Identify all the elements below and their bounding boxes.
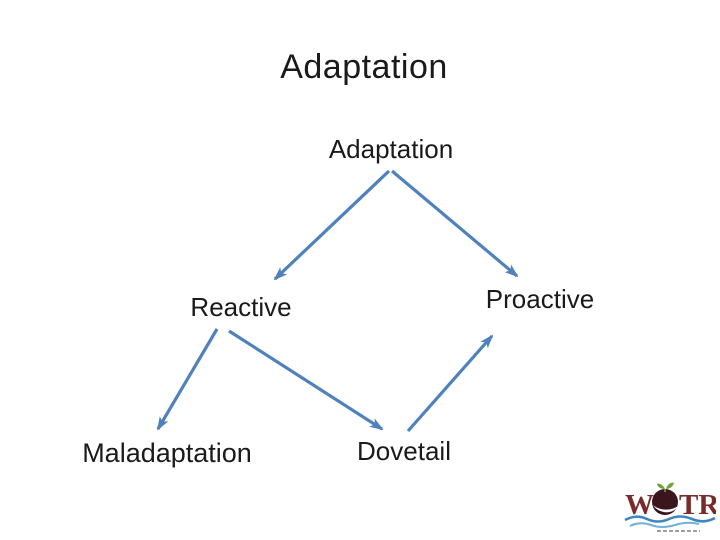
logo-wave-icon-2: [629, 521, 700, 528]
node-adaptation-label: Adaptation: [328, 134, 454, 164]
logo-fruit-swoosh: [653, 505, 678, 513]
arrow-adaptation-to-reactive: [273, 169, 391, 281]
logo-wave-icon: [624, 515, 716, 523]
arrow-dovetail-to-proactive: [406, 334, 494, 433]
slide-title: Adaptation: [280, 48, 448, 86]
node-maladaptation-label: Maladaptation: [82, 438, 252, 468]
arrow-reactive-to-maladaptation: [156, 328, 219, 431]
logo-letters-tr: TR: [679, 489, 716, 521]
arrow-reactive-to-dovetail: [228, 329, 384, 431]
node-dovetail-label: Dovetail: [357, 436, 451, 466]
wotr-logo: W TR: [624, 481, 720, 537]
logo-leaf-icon: [657, 482, 674, 489]
node-proactive-label: Proactive: [485, 284, 595, 314]
arrow-adaptation-to-proactive: [390, 169, 519, 278]
node-reactive-label: Reactive: [190, 292, 292, 322]
